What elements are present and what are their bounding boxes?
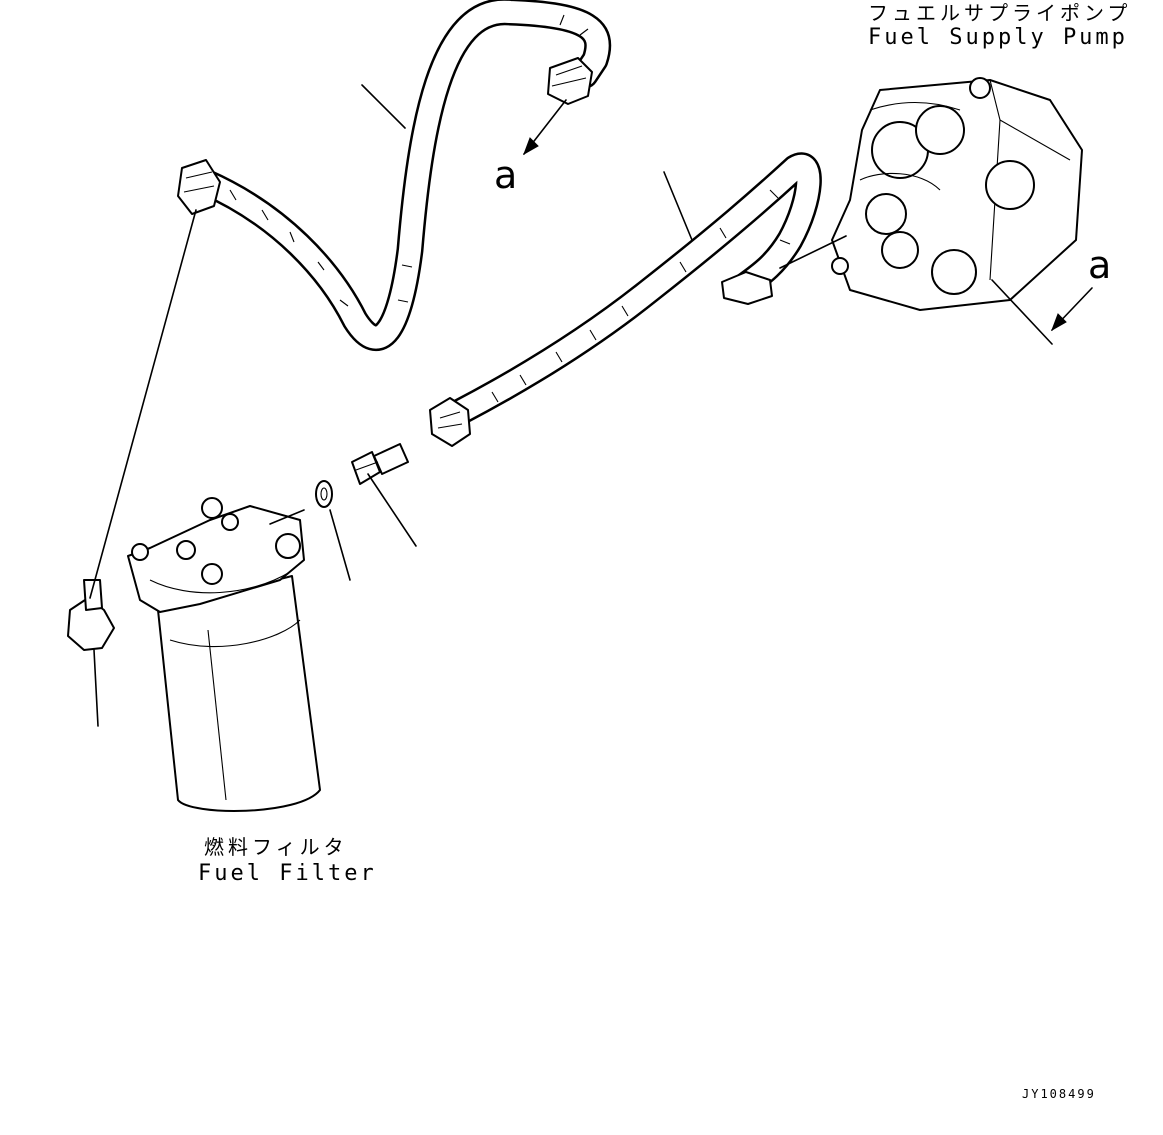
- fuel-supply-pump-label-jp: フュエルサプライポンプ: [868, 1, 1132, 25]
- fuel-hose-lower: [429, 152, 822, 447]
- callout-a-top: a: [494, 153, 518, 197]
- fuel-hose-upper: [177, 0, 612, 351]
- fuel-supply-pump-drawing: [831, 77, 1083, 311]
- fuel-filter-label-en: Fuel Filter: [198, 861, 377, 886]
- straight-connector: [351, 443, 409, 485]
- callout-arrow-top: [523, 99, 567, 156]
- drawing-number: JY108499: [1022, 1087, 1096, 1101]
- washer: [315, 480, 333, 508]
- fuel-filter-drawing: [67, 497, 321, 812]
- fuel-filter-label-jp: 燃料フィルタ: [204, 835, 348, 859]
- leader-lines: [89, 84, 1053, 727]
- callout-a-right: a: [1088, 243, 1112, 287]
- fuel-supply-pump-label-en: Fuel Supply Pump: [868, 25, 1128, 50]
- callout-arrow-right: [1051, 287, 1093, 332]
